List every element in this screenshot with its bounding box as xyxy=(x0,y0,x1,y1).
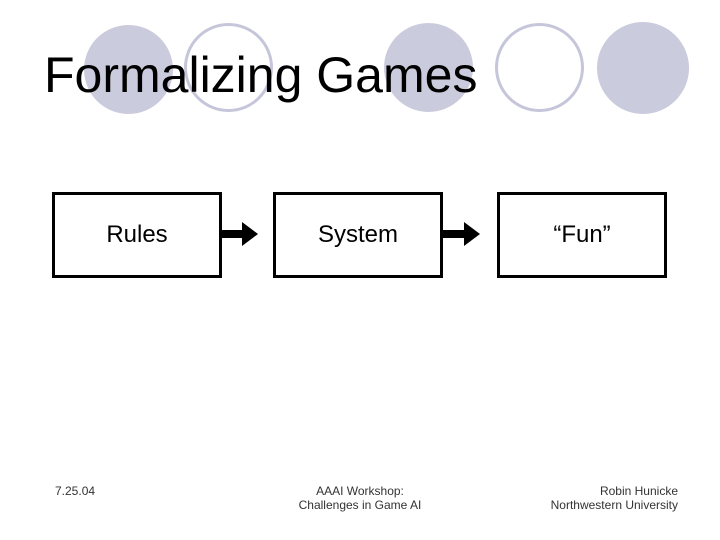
footer-workshop-line2: Challenges in Game AI xyxy=(298,498,422,512)
arrow-right-icon xyxy=(443,222,480,246)
decor-circle-outline-1 xyxy=(184,23,273,112)
footer-author-credit: Robin Hunicke Northwestern University xyxy=(551,484,678,512)
footer-workshop-line1: AAAI Workshop: xyxy=(316,484,404,498)
footer-author-affiliation: Northwestern University xyxy=(550,498,678,512)
decor-circle-filled-2 xyxy=(384,23,473,112)
footer-workshop-credit: AAAI Workshop: Challenges in Game AI xyxy=(240,484,480,512)
slide-title: Formalizing Games xyxy=(44,47,478,103)
flow-box-system: System xyxy=(273,192,443,278)
flow-box-rules-label: Rules xyxy=(106,221,168,248)
flow-box-system-label: System xyxy=(317,221,398,248)
decor-circle-outline-2 xyxy=(495,23,584,112)
arrow-right-icon xyxy=(221,222,258,246)
footer-date: 7.25.04 xyxy=(55,484,96,498)
flow-box-rules: Rules xyxy=(52,192,222,278)
flow-box-fun-label: “Fun” xyxy=(553,221,611,248)
decor-circle-filled-3 xyxy=(597,22,689,114)
flow-box-fun: “Fun” xyxy=(497,192,667,278)
decor-circle-filled-1 xyxy=(84,25,173,114)
footer-author-name: Robin Hunicke xyxy=(599,484,678,498)
